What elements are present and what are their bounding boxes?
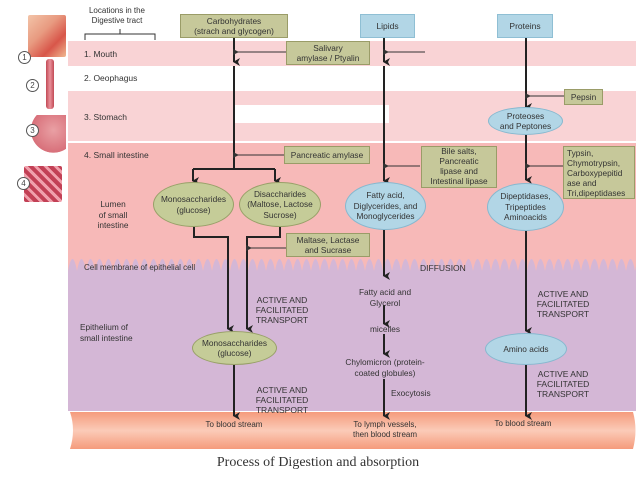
mouth-image [28,15,66,57]
carbohydrates-header: Carbohydrates (strach and glycogen) [180,14,288,38]
active-transport-protein-1: ACTIVE AND FACILITATED TRANSPORT [536,289,590,319]
exocytosis-label: Exocytosis [391,388,431,398]
row-label-lumen: Lumen of small intestine [97,199,129,230]
organ-number-4: 4 [17,177,30,190]
organ-number-3: 3 [26,124,39,137]
diffusion-label: DIFFUSION [420,263,466,273]
cell-membrane-villi [68,259,636,275]
row-label-mouth: 1. Mouth [84,49,118,59]
maltase-box: Maltase, Lactase and Sucrase [286,233,370,257]
salivary-amylase-box: Salivary amylase / Ptyalin [286,41,370,65]
active-transport-protein-2: ACTIVE AND FACILITATED TRANSPORT [536,369,590,399]
row-label-cell-membrane: Cell membrane of epithelial cell [84,263,196,272]
monosaccharides-epithelium-ellipse: Monosaccharides (glucose) [192,331,277,365]
fatty-acid-lumen-ellipse: Fatty acid, Diglycerides, and Monoglycer… [345,182,426,230]
proteoses-ellipse: Proteoses and Peptones [488,107,563,135]
trypsin-box: Typsin, Chymotrypsin, Carboxypepitid ase… [563,146,635,199]
row-label-small-intestine: 4. Small intestine [84,150,149,160]
locations-title: Locations in the Digestive tract [88,6,146,25]
vessel-label-lipid: To lymph vessels, then blood stream [352,420,418,439]
disaccharides-ellipse: Disaccharides (Maltose, Lactose Sucrose) [239,182,321,227]
bile-salts-box: Bile salts, Pancreatic lipase and Intest… [421,146,497,188]
oesophagus-image [46,59,54,109]
row-label-oesophagus: 2. Oeophagus [84,73,138,83]
micelles-label: micelles [370,324,400,334]
organ-number-2: 2 [26,79,39,92]
lipids-header: Lipids [360,14,415,38]
vessel-label-protein: To blood stream [494,419,552,428]
monosaccharides-lumen-ellipse: Monosaccharides (glucose) [153,182,234,227]
chylomicron-label: Chylomicron (protein- coated globules) [345,357,425,378]
active-transport-carb-1: ACTIVE AND FACILITATED TRANSPORT [255,295,309,325]
row-label-stomach: 3. Stomach [84,112,127,122]
vessel-label-carb: To blood stream [205,420,263,429]
small-intestine-image [24,166,62,202]
dipeptidases-ellipse: Dipeptidases, Tripeptides Aminoacids [487,183,564,231]
fatty-acid-glycerol-label: Fatty acid and Glycerol [358,287,412,308]
pepsin-box: Pepsin [564,89,603,105]
proteins-header: Proteins [497,14,553,38]
pancreatic-amylase-box: Pancreatic amylase [284,146,370,164]
amino-acids-ellipse: Amino acids [485,333,567,365]
active-transport-carb-2: ACTIVE AND FACILITATED TRANSPORT [255,385,309,415]
stomach-blank-area [233,105,389,123]
blood-vessel [70,412,636,449]
locations-bracket [84,29,156,40]
carb-mono-to-epi [193,227,234,333]
organ-number-1: 1 [18,51,31,64]
figure-caption: Process of Digestion and absorption [216,455,420,470]
carb-di-to-epi [246,225,281,333]
row-label-epithelium: Epithelium of small intestine [80,322,133,343]
